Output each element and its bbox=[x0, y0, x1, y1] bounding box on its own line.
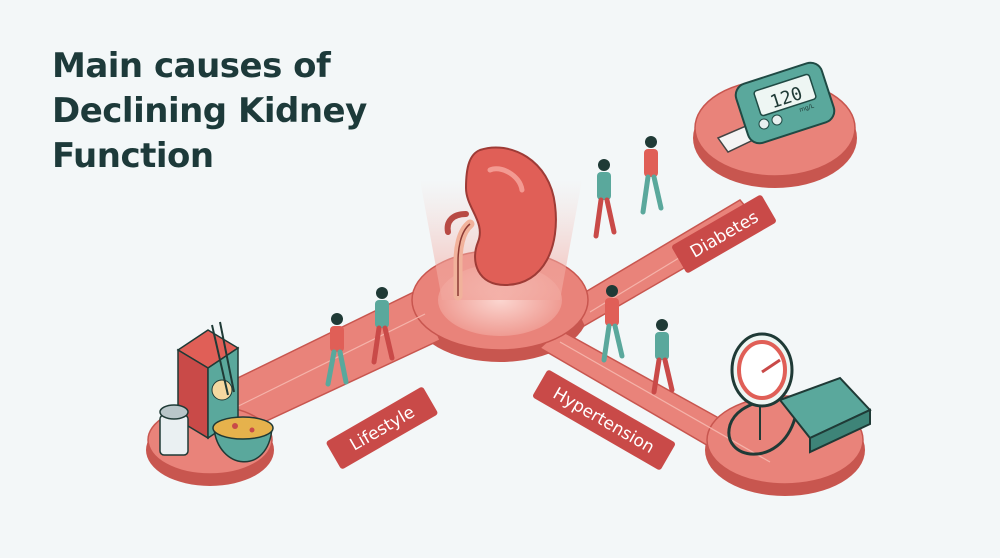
salt-shaker-icon bbox=[159, 404, 189, 456]
walking-person-1 bbox=[325, 313, 349, 387]
kidney-icon bbox=[444, 146, 557, 301]
page-title: Main causes of Declining Kidney Function bbox=[52, 44, 367, 179]
walking-person-3 bbox=[593, 159, 617, 239]
walking-person-6 bbox=[651, 319, 675, 395]
walking-person-5 bbox=[601, 285, 625, 363]
walking-person-2 bbox=[371, 287, 395, 365]
blood-pressure-monitor-icon bbox=[727, 332, 872, 456]
title-line-1: Main causes of bbox=[52, 46, 331, 86]
glucose-meter-icon: 120 mg/L bbox=[716, 61, 836, 153]
glucose-unit: mg/L bbox=[798, 102, 815, 114]
label-lifestyle: Lifestyle bbox=[326, 387, 438, 469]
walking-person-4 bbox=[640, 136, 664, 215]
title-line-2: Declining Kidney bbox=[52, 91, 367, 131]
soup-bowl-icon bbox=[212, 416, 274, 463]
title-line-3: Function bbox=[52, 136, 214, 176]
